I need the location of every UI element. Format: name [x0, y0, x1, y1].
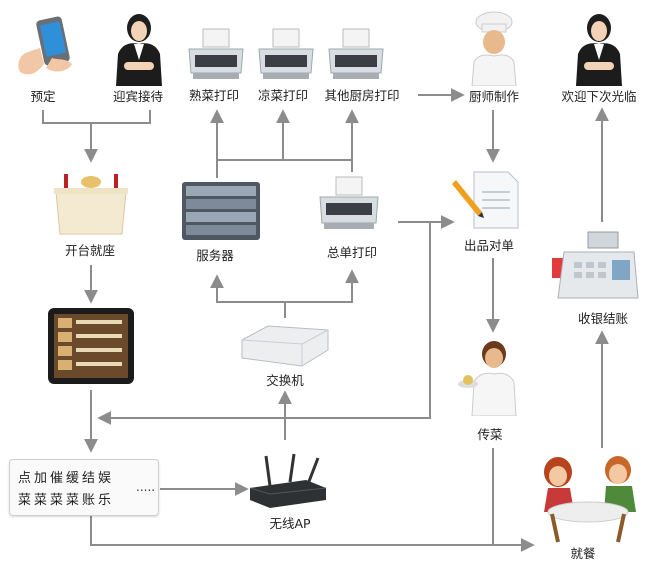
cash-register-icon: [552, 231, 639, 299]
diners-icon: [544, 456, 636, 543]
node-label-reception: 迎宾接待: [112, 89, 164, 104]
dining-table-icon: [54, 174, 128, 235]
node-label-seat: 开台就座: [64, 243, 116, 258]
order-ops-row-2: 菜菜菜菜账乐: [18, 493, 115, 508]
connector-switch-total: [285, 269, 359, 303]
node-label-check: 出品对单: [463, 238, 515, 253]
node-label-cashier: 收银结账: [577, 311, 629, 326]
network-switch-icon: [241, 325, 329, 367]
order-ops-more: .....: [136, 480, 156, 494]
tablet-ordering-icon: [48, 308, 134, 384]
node-label-deliver: 传菜: [477, 427, 503, 442]
hot-dish-printer-icon: [188, 28, 244, 79]
arrow-bottom-dining: [90, 514, 535, 552]
chef-icon: [471, 11, 517, 86]
connector-reserve-seat: [42, 110, 151, 124]
farewell-host-icon: [576, 14, 622, 86]
connector-switch-top: [210, 274, 286, 318]
node-label-hot-print: 熟菜打印: [188, 88, 240, 103]
node-label-dining: 就餐: [570, 546, 596, 561]
connector-printer-bus: [216, 159, 353, 178]
server-rack-icon: [182, 182, 260, 240]
node-label-farewell: 欢迎下次光临: [561, 89, 637, 104]
other-kitchen-printer-icon: [328, 28, 384, 79]
receptionist-icon: [116, 14, 162, 86]
node-label-switch: 交换机: [266, 373, 304, 388]
node-label-reserve: 预定: [30, 89, 56, 104]
order-check-document-icon: [452, 171, 519, 229]
total-order-printer-icon: [319, 176, 379, 229]
node-label-wifi: 无线AP: [269, 516, 311, 531]
node-label-chef: 厨师制作: [468, 89, 520, 104]
connector-total-back: [97, 222, 431, 425]
node-label-cold-print: 凉菜打印: [257, 88, 309, 103]
cold-dish-printer-icon: [258, 28, 314, 79]
node-label-server: 服务器: [196, 248, 234, 263]
wireless-ap-icon: [249, 453, 327, 508]
order-ops-row-1: 点加催缓结娱: [18, 471, 115, 486]
phone-in-hand-icon: [18, 16, 72, 75]
order-operations-box: 点加催缓结娱 菜菜菜菜账乐 .....: [9, 459, 159, 516]
waiter-icon: [458, 341, 517, 416]
node-label-total-print: 总单打印: [326, 245, 378, 260]
node-label-other-print: 其他厨房打印: [324, 88, 400, 103]
